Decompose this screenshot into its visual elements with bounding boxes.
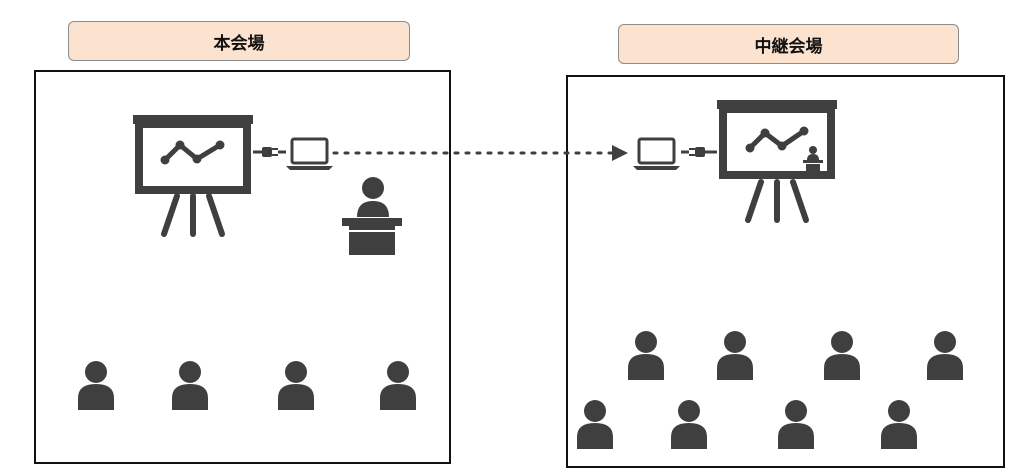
relay-venue-label: 中継会場 (618, 24, 959, 64)
main-venue-label: 本会場 (68, 21, 410, 61)
audience-person-icon (278, 361, 314, 410)
audience-person-icon (78, 361, 114, 410)
audience-person-icon (927, 331, 963, 380)
inset-speaker-icon (803, 146, 823, 171)
audience-person-icon (717, 331, 753, 380)
main-audience (78, 361, 416, 410)
relay-audience (577, 331, 963, 449)
laptop-icon (286, 137, 333, 170)
audience-person-icon (380, 361, 416, 410)
main-venue-frame (34, 70, 451, 464)
transmission-arrow (332, 145, 628, 161)
audience-person-icon (172, 361, 208, 410)
cable-plug-icon (253, 147, 286, 157)
audience-person-icon (881, 400, 917, 449)
relay-venue-title: 中継会場 (754, 36, 823, 57)
audience-person-icon (628, 331, 664, 380)
main-venue-title: 本会場 (213, 33, 265, 54)
audience-person-icon (824, 331, 860, 380)
relay-venue-frame (566, 75, 1005, 468)
speaker-podium-icon (342, 177, 402, 255)
relay-laptop-icon (633, 137, 680, 170)
audience-person-icon (577, 400, 613, 449)
audience-person-icon (778, 400, 814, 449)
audience-person-icon (671, 400, 707, 449)
relay-projector-screen-icon (717, 100, 837, 223)
relay-cable-plug-icon (681, 147, 717, 157)
projector-screen-icon (133, 115, 253, 237)
